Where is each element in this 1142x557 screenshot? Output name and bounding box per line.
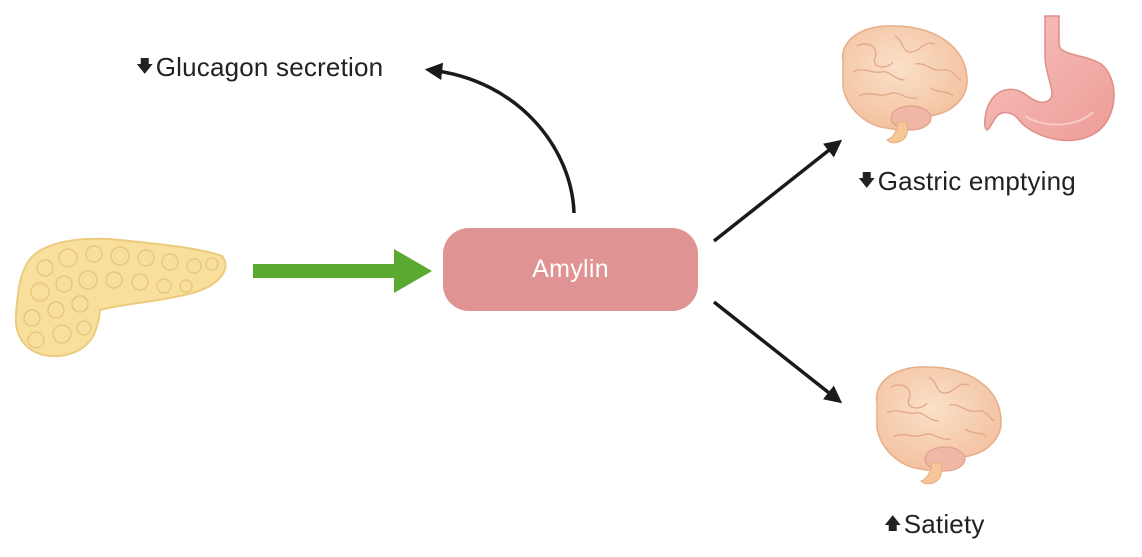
effect-label: Glucagon secretion [155,52,384,82]
arrow-to-satiety [712,300,843,404]
stomach-icon [984,15,1115,142]
up-arrow-icon: 🡅 [884,513,902,533]
amylin-box: Amylin [443,228,698,311]
down-arrow-icon: 🡇 [858,170,876,190]
brain-icon [875,366,1002,485]
effect-gastric-emptying: 🡇 Gastric emptying [858,166,1076,196]
pancreas-icon [14,237,227,358]
effect-glucagon-secretion: 🡇 Glucagon secretion [136,52,383,82]
arrow-to-gastric [712,139,843,243]
effect-label: Satiety [903,509,985,539]
effect-satiety: 🡅 Satiety [884,509,985,539]
effect-label: Gastric emptying [877,166,1076,196]
arrow-to-glucagon [424,62,576,214]
brain-icon [841,25,968,144]
down-arrow-icon: 🡇 [136,56,154,76]
input-arrow [253,249,432,293]
